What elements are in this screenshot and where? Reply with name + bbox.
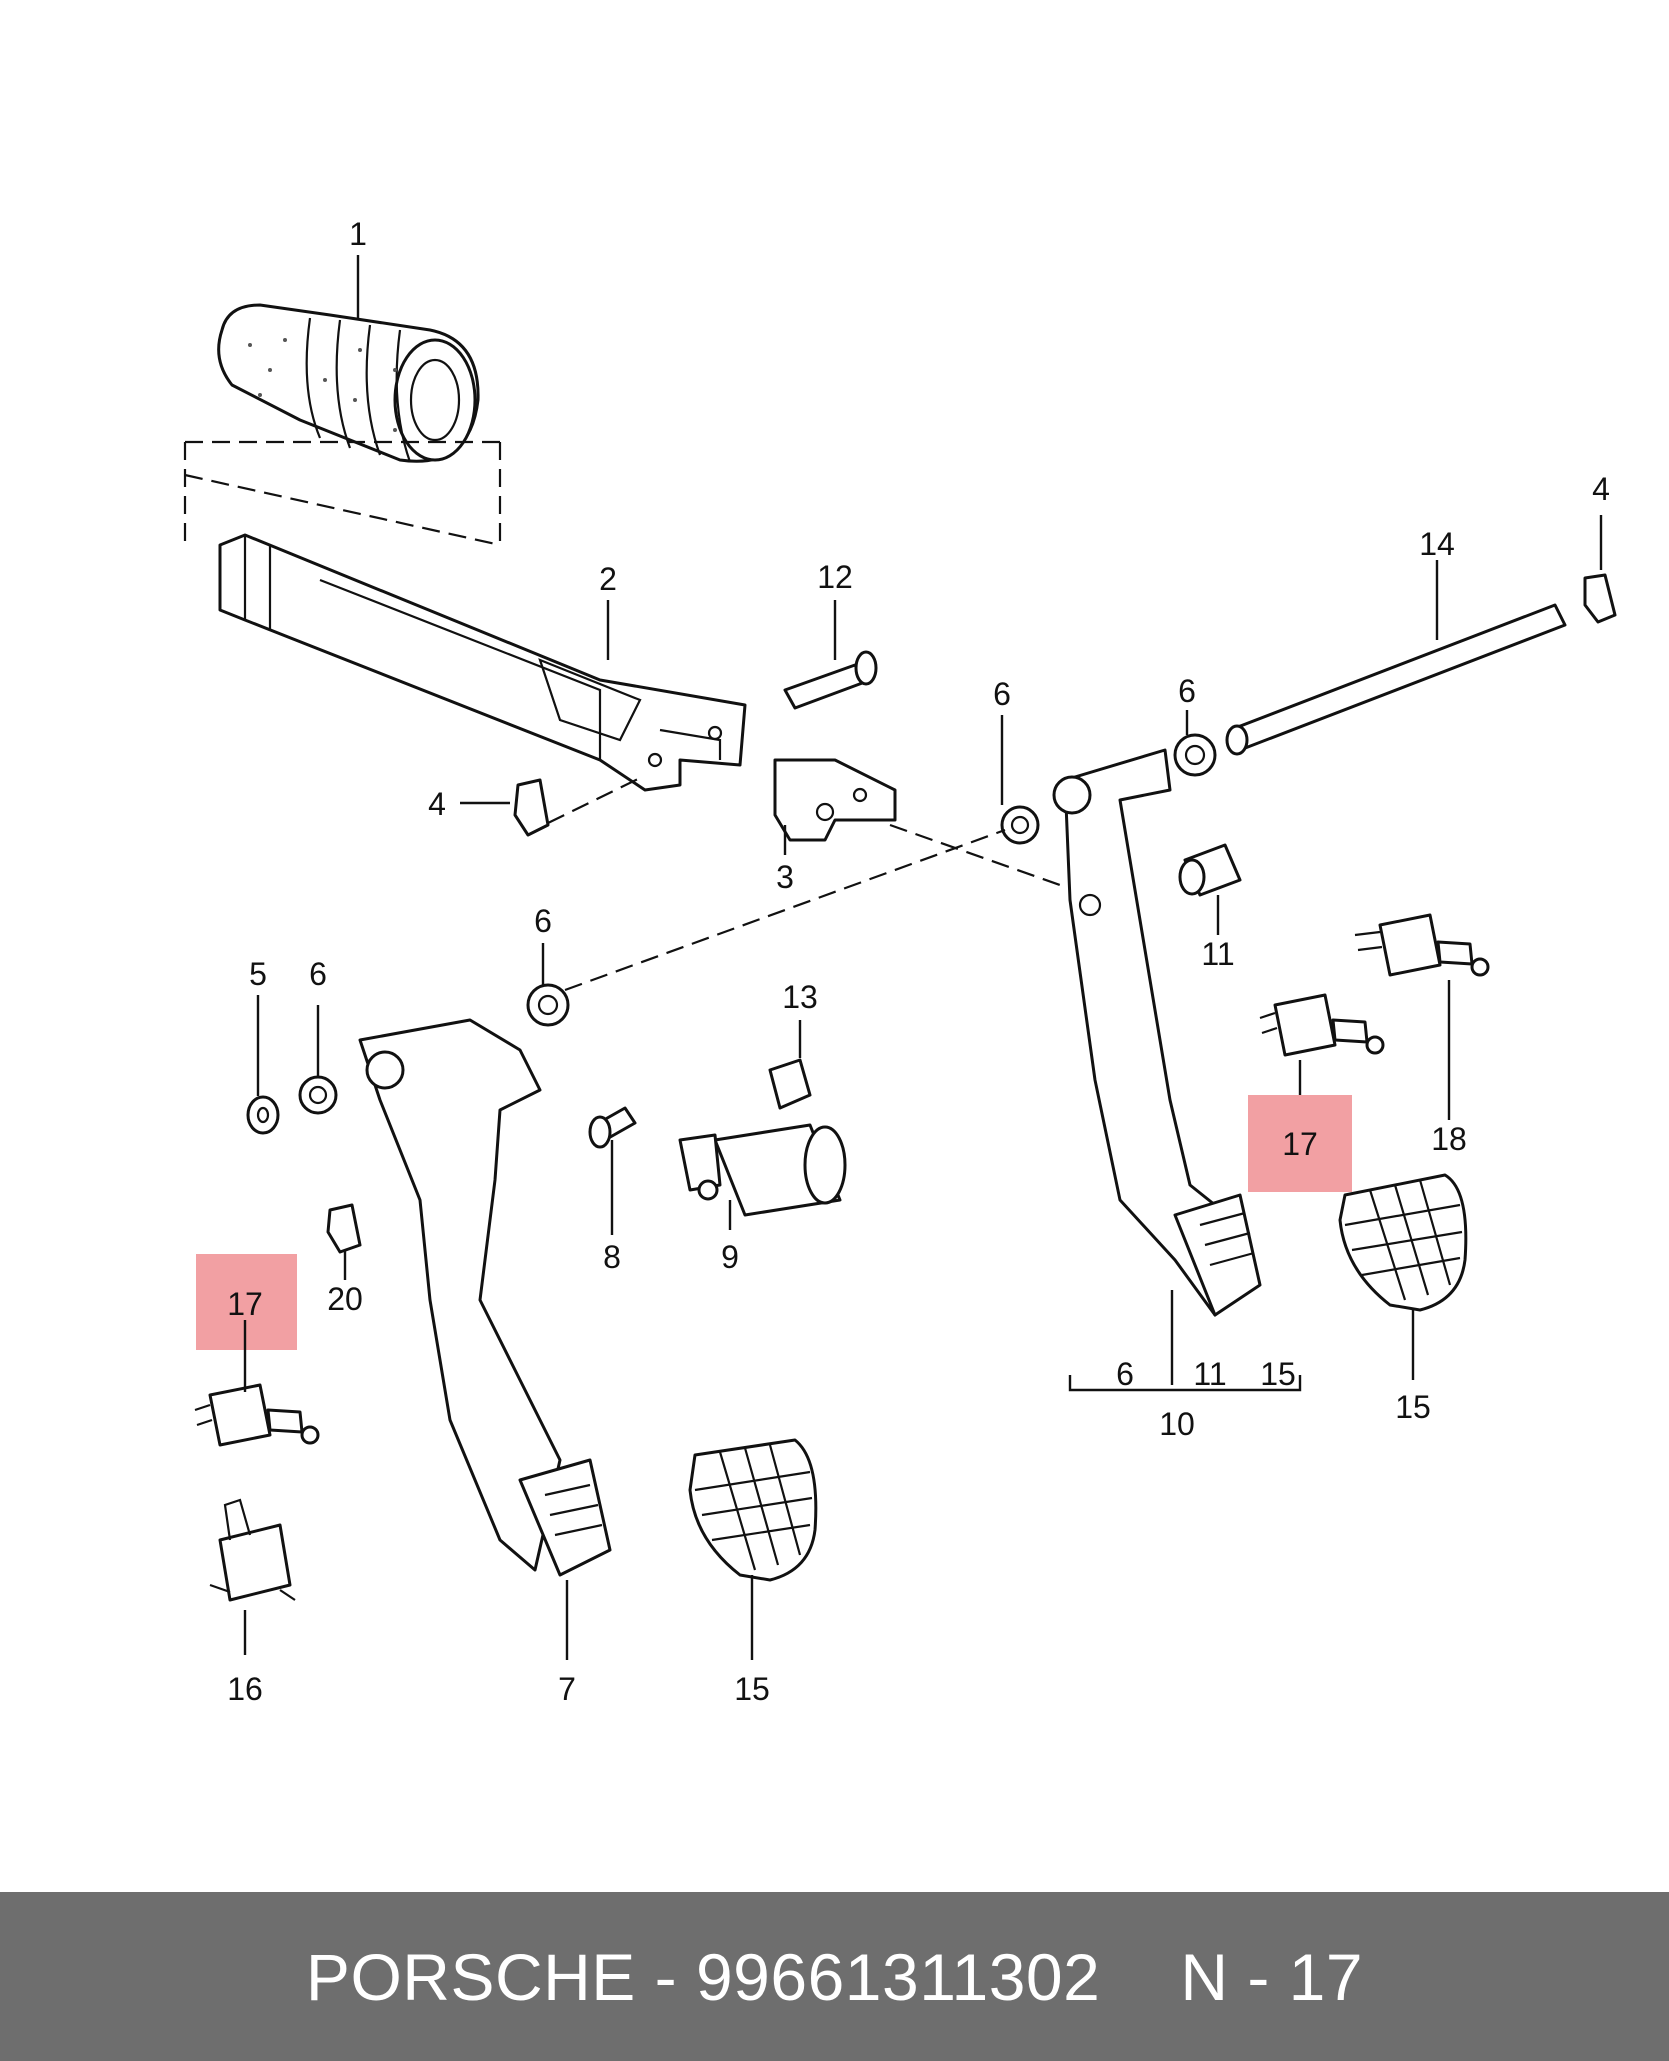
callout-17-right: 17 bbox=[1282, 1126, 1318, 1162]
part-3-bracket bbox=[773, 758, 897, 842]
callout-15-a: 15 bbox=[1260, 1356, 1296, 1392]
part-20-clip bbox=[326, 1203, 362, 1254]
callout-20: 20 bbox=[327, 1281, 363, 1317]
highlight-17-right bbox=[1248, 1095, 1352, 1192]
part-8-pin bbox=[588, 1106, 637, 1149]
part-16-switch bbox=[209, 1498, 296, 1602]
footer-bar: PORSCHE - 99661311302 N - 17 bbox=[0, 1892, 1669, 2061]
part-14-shaft bbox=[1225, 603, 1567, 756]
callout-14: 14 bbox=[1419, 526, 1455, 562]
part-15-pad-right bbox=[1338, 1173, 1468, 1312]
part-12-pin bbox=[783, 650, 878, 710]
callout-3: 3 bbox=[776, 859, 794, 895]
part-13-clip bbox=[768, 1058, 812, 1110]
part-17-switch-right bbox=[1259, 993, 1385, 1057]
callout-1: 1 bbox=[349, 216, 367, 252]
callout-6-c: 6 bbox=[534, 903, 552, 939]
part-10-pedal bbox=[1052, 748, 1262, 1317]
callout-2: 2 bbox=[599, 561, 617, 597]
callout-6-a: 6 bbox=[993, 676, 1011, 712]
part-5-washer bbox=[246, 1095, 280, 1135]
part-15-pad-left bbox=[688, 1438, 818, 1582]
callout-12: 12 bbox=[817, 559, 853, 595]
part-6-bushing-d bbox=[298, 1075, 338, 1115]
callout-10: 10 bbox=[1159, 1406, 1195, 1442]
callout-16: 16 bbox=[227, 1671, 263, 1707]
part-6-bushing-c bbox=[526, 983, 570, 1027]
callout-6-d: 6 bbox=[309, 956, 327, 992]
part-18-switch bbox=[1354, 913, 1490, 977]
callout-6-e: 6 bbox=[1116, 1356, 1134, 1392]
callout-15-c: 15 bbox=[734, 1671, 770, 1707]
part-7-pedal bbox=[358, 1018, 612, 1577]
callout-7: 7 bbox=[558, 1671, 576, 1707]
callout-4-left: 4 bbox=[428, 786, 446, 822]
leader-lines bbox=[243, 255, 1603, 1660]
parts-diagram: 1 2 3 4 4 12 14 6 6 6 6 5 11 13 8 9 20 1… bbox=[183, 216, 1617, 1707]
callout-15-b: 15 bbox=[1395, 1389, 1431, 1425]
callout-13: 13 bbox=[782, 979, 818, 1015]
part-6-bushing-a bbox=[1000, 805, 1040, 845]
callout-17-left: 17 bbox=[227, 1286, 263, 1322]
callout-11-b: 11 bbox=[1193, 1356, 1226, 1392]
footer-diagram-ref: N - 17 bbox=[1180, 1939, 1364, 2014]
callout-5: 5 bbox=[249, 956, 267, 992]
callout-6-b: 6 bbox=[1178, 673, 1196, 709]
part-1-boot bbox=[217, 303, 480, 463]
highlight-17-left bbox=[196, 1254, 297, 1350]
part-17-switch-left bbox=[194, 1383, 320, 1447]
part-4-clip-left bbox=[513, 778, 550, 837]
footer-brand-part-number: PORSCHE - 99661311302 bbox=[305, 1939, 1101, 2014]
callout-18: 18 bbox=[1431, 1121, 1467, 1157]
callout-4-right: 4 bbox=[1592, 471, 1610, 507]
callout-8: 8 bbox=[603, 1239, 621, 1275]
callout-11-a: 11 bbox=[1201, 936, 1234, 972]
part-2-bracket bbox=[218, 533, 747, 792]
part-6-bushing-b bbox=[1173, 733, 1217, 777]
part-4-clip-right bbox=[1583, 573, 1617, 624]
part-9-cylinder bbox=[678, 1123, 847, 1217]
part-11-sleeve bbox=[1178, 843, 1242, 897]
callout-9: 9 bbox=[721, 1239, 739, 1275]
